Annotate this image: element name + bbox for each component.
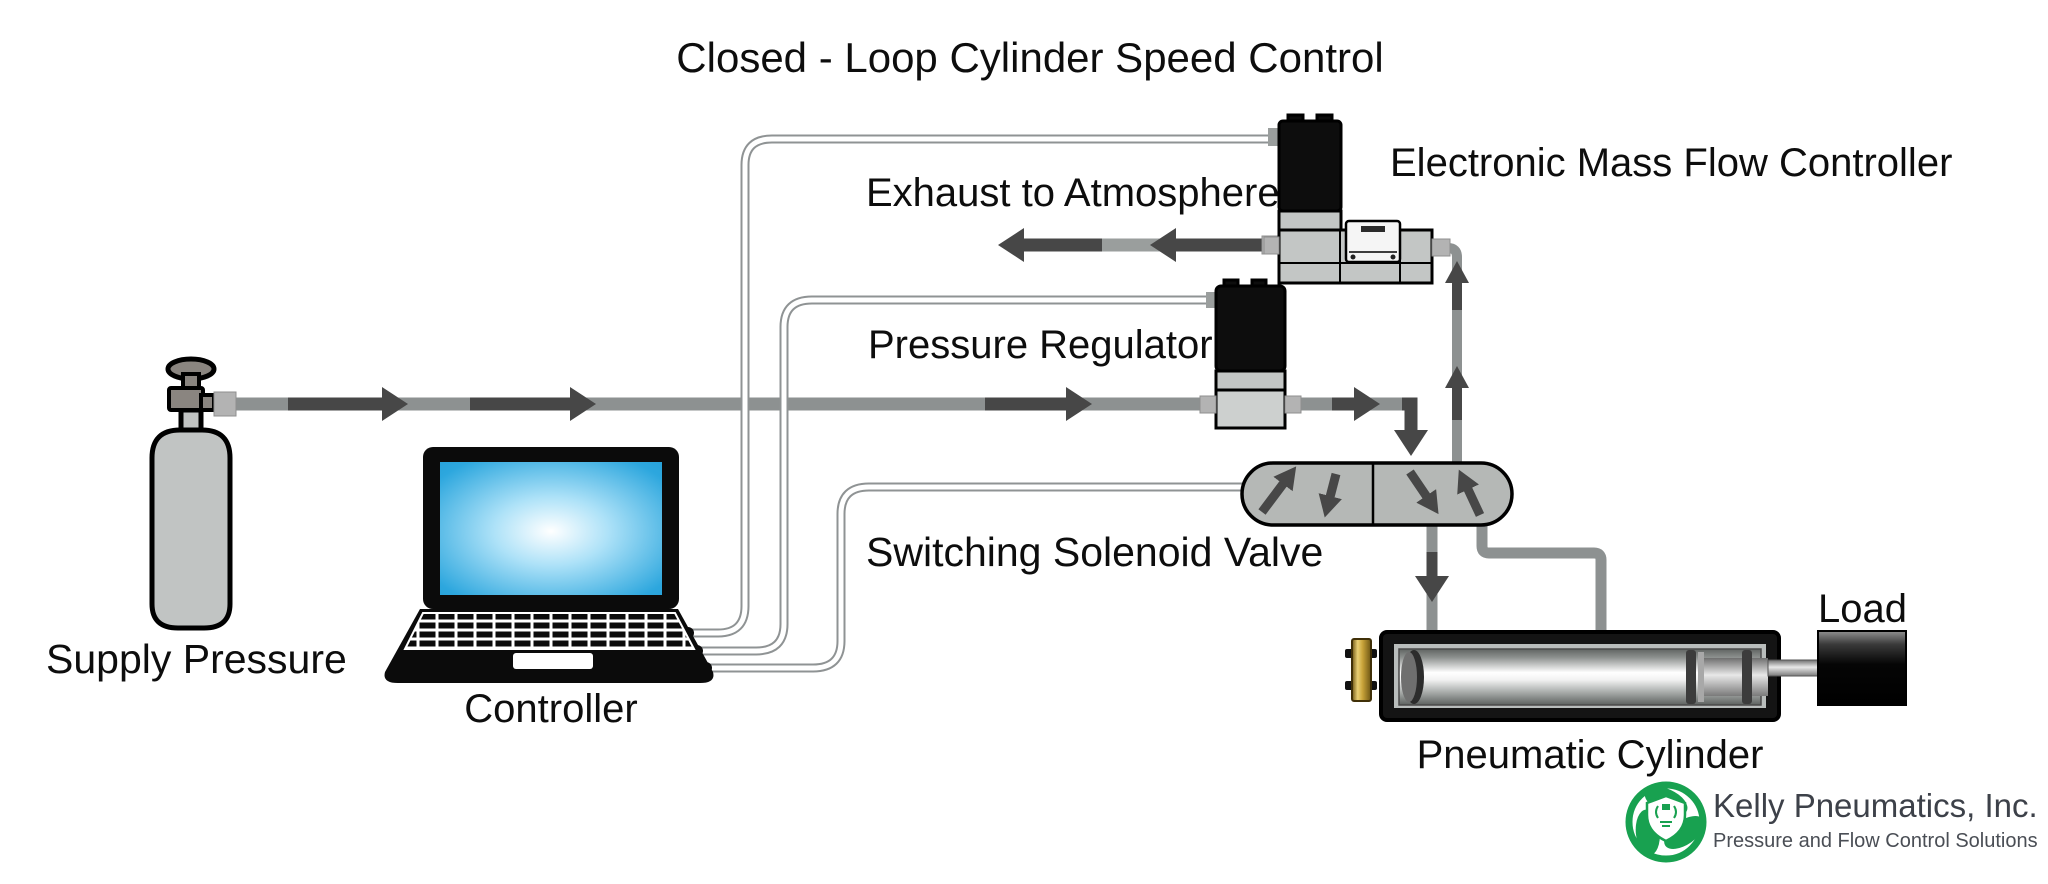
cylinder-return-line [1476,525,1607,634]
mfc-exhaust-port [1263,236,1280,255]
laptop-keyboard [403,612,696,650]
valve-port-arrow-3 [1406,469,1439,515]
kelly-pneumatics-logo [1625,781,1707,863]
pressure-regulator-icon [1199,278,1302,430]
label-load: Load [1818,587,1907,631]
pneumatic-cylinder-icon [1345,630,1819,722]
label-pressure-regulator: Pressure Regulator [868,323,1213,367]
label-mass-flow-controller: Electronic Mass Flow Controller [1390,141,1953,185]
regulator-to-valve-line [1300,387,1428,456]
label-controller: Controller [464,687,638,731]
label-exhaust: Exhaust to Atmosphere [866,171,1280,215]
controller-laptop-icon [384,447,714,683]
company-tagline: Pressure and Flow Control Solutions [1713,830,2038,852]
controller-signal-cables [690,134,1273,673]
laptop-screen [440,462,662,595]
diagram-title: Closed - Loop Cylinder Speed Control [676,34,1384,81]
brass-fitting [1351,638,1372,702]
valve-port-arrow-2 [1318,472,1342,518]
label-switching-valve: Switching Solenoid Valve [866,529,1324,575]
mfc-solenoid [1277,119,1343,213]
laptop-touchpad [513,653,593,669]
valve-port-arrow-1 [1258,466,1297,515]
company-name: Kelly Pneumatics, Inc. [1713,787,2038,824]
regulator-solenoid [1214,284,1287,373]
mass-flow-controller-icon [1263,113,1451,285]
label-pneumatic-cylinder: Pneumatic Cylinder [1416,733,1764,777]
piston-seal [1686,650,1696,704]
tank-outlet-connector [213,391,237,417]
mfc-inlet-line [1445,243,1469,465]
flow-arrow-down-1 [1394,397,1428,456]
gas-cylinder-icon [149,356,237,631]
valve-to-cylinder-lines [1415,525,1607,634]
switching-solenoid-valve-icon [1240,461,1514,527]
tank-valve-body [167,386,205,412]
label-supply-pressure: Supply Pressure [46,636,347,682]
tank-body [149,427,233,631]
mfc-inlet-port [1431,238,1451,257]
valve-port-arrow-4 [1457,469,1485,517]
load-icon [1817,630,1907,706]
exhaust-arrow [998,228,1279,262]
piston-rod [1767,659,1819,677]
